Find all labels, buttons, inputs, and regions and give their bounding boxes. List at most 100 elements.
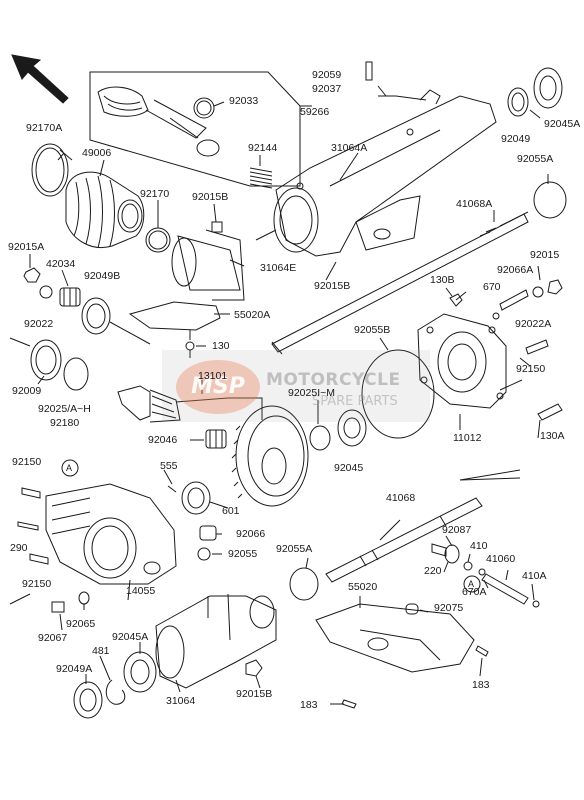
label-555: 555 [160,460,178,472]
label-92150-b: 92150 [22,578,52,590]
pin-41060 [481,573,540,608]
label-92015B-top: 92015B [192,191,229,203]
label-670A: 670A [462,586,487,598]
tube-31064E [171,221,245,301]
label-183-bottom: 183 [300,699,318,711]
label-92049B: 92049B [84,270,121,282]
bearing-92045A-bottom [123,651,157,693]
pin-92059 [365,61,427,101]
label-92033: 92033 [229,95,259,107]
bolt-130A [537,403,563,421]
oring-92055B [361,349,435,439]
bearing-601 [181,481,211,515]
label-92015B-bottom: 92015B [236,688,273,700]
bolt-183-right [475,645,489,657]
needle-bearing-92046 [205,429,227,449]
oring-92055 [197,547,211,561]
label-92009: 92009 [12,385,42,397]
bolt-130B [449,291,467,307]
label-41060: 41060 [486,553,516,565]
oring-670A [478,568,486,576]
nut-92015A [23,267,41,283]
bolt-130 [185,341,195,358]
label-92015B-mid: 92015B [314,280,351,292]
oring-410 [463,561,473,571]
label-55020A: 55020A [234,309,271,321]
label-92037: 92037 [312,83,342,95]
cover-11012 [417,313,507,409]
label-92075: 92075 [434,602,464,614]
nut-92015B-bottom [245,659,263,677]
oring-92055A-top [533,181,567,219]
label-92150-a: 92150 [12,456,42,468]
callout-label-a2: A [468,579,475,589]
label-92180: 92180 [50,417,80,429]
label-92066A: 92066A [497,264,534,276]
driveshaft-boot-kit [89,71,312,187]
label-92025IM: 92025I~M [288,387,335,399]
nut-92015 [547,279,563,295]
label-55020: 55020 [348,581,378,593]
seal-92049A [73,681,103,719]
bolt-183-bottom [341,699,357,709]
label-290: 290 [10,542,28,554]
callout-circle-a2 [463,575,481,593]
label-410A: 410A [522,570,547,582]
guard-55020 [315,603,475,673]
label-49006: 49006 [82,147,112,159]
pin-555 [167,485,177,493]
circlip-481 [105,679,126,705]
label-670: 670 [483,281,501,293]
bolt-220 [431,543,447,557]
label-31064: 31064 [166,695,196,707]
label-92045: 92045 [334,462,364,474]
bearing-42034 [59,287,81,307]
final-gear-case [45,483,177,585]
spring-92144 [249,167,273,189]
oring-92055A-bottom [289,567,319,601]
washer-92065 [78,591,90,605]
label-410: 410 [470,540,488,552]
housing-31064A [273,89,497,257]
label-92045A-bottom: 92045A [112,631,149,643]
label-42034: 42034 [46,258,76,270]
label-92055B: 92055B [354,324,391,336]
washer-92022A [532,286,544,298]
front-direction-arrow [11,54,69,104]
pinion-gear-13101 [117,385,181,423]
label-92144: 92144 [248,142,278,154]
guard-55020A [128,301,221,340]
label-14055: 14055 [126,585,156,597]
stud-92150-right [525,339,549,355]
label-92065: 92065 [66,618,96,630]
label-92055A-bottom: 92055A [276,543,313,555]
shaft-41068 [325,497,483,583]
label-92025AH: 92025/A~H [38,403,91,415]
seal-92049 [507,87,529,117]
label-41068: 41068 [386,492,416,504]
plug-92067 [51,601,65,613]
label-92046: 92046 [148,434,178,446]
clamp-92170A [31,143,73,197]
bearing-92045 [337,409,367,447]
label-92170: 92170 [140,188,170,200]
washer-92087 [444,544,460,564]
ring-gear [231,405,309,507]
label-92055A-top: 92055A [517,153,554,165]
oring-670 [492,312,500,320]
label-92066: 92066 [236,528,266,540]
label-92067: 92067 [38,632,68,644]
label-92059: 92059 [312,69,342,81]
boot-49006 [65,171,145,249]
label-59266: 59266 [300,106,330,118]
label-92015A: 92015A [8,241,45,253]
label-130B: 130B [430,274,455,286]
label-130: 130 [212,340,230,352]
seal-92009 [30,339,62,381]
label-13101: 13101 [198,370,228,382]
stud-92150-a [21,487,41,499]
label-601: 601 [222,505,240,517]
callout-circle-a1 [61,459,79,477]
washer-92022 [39,285,53,299]
